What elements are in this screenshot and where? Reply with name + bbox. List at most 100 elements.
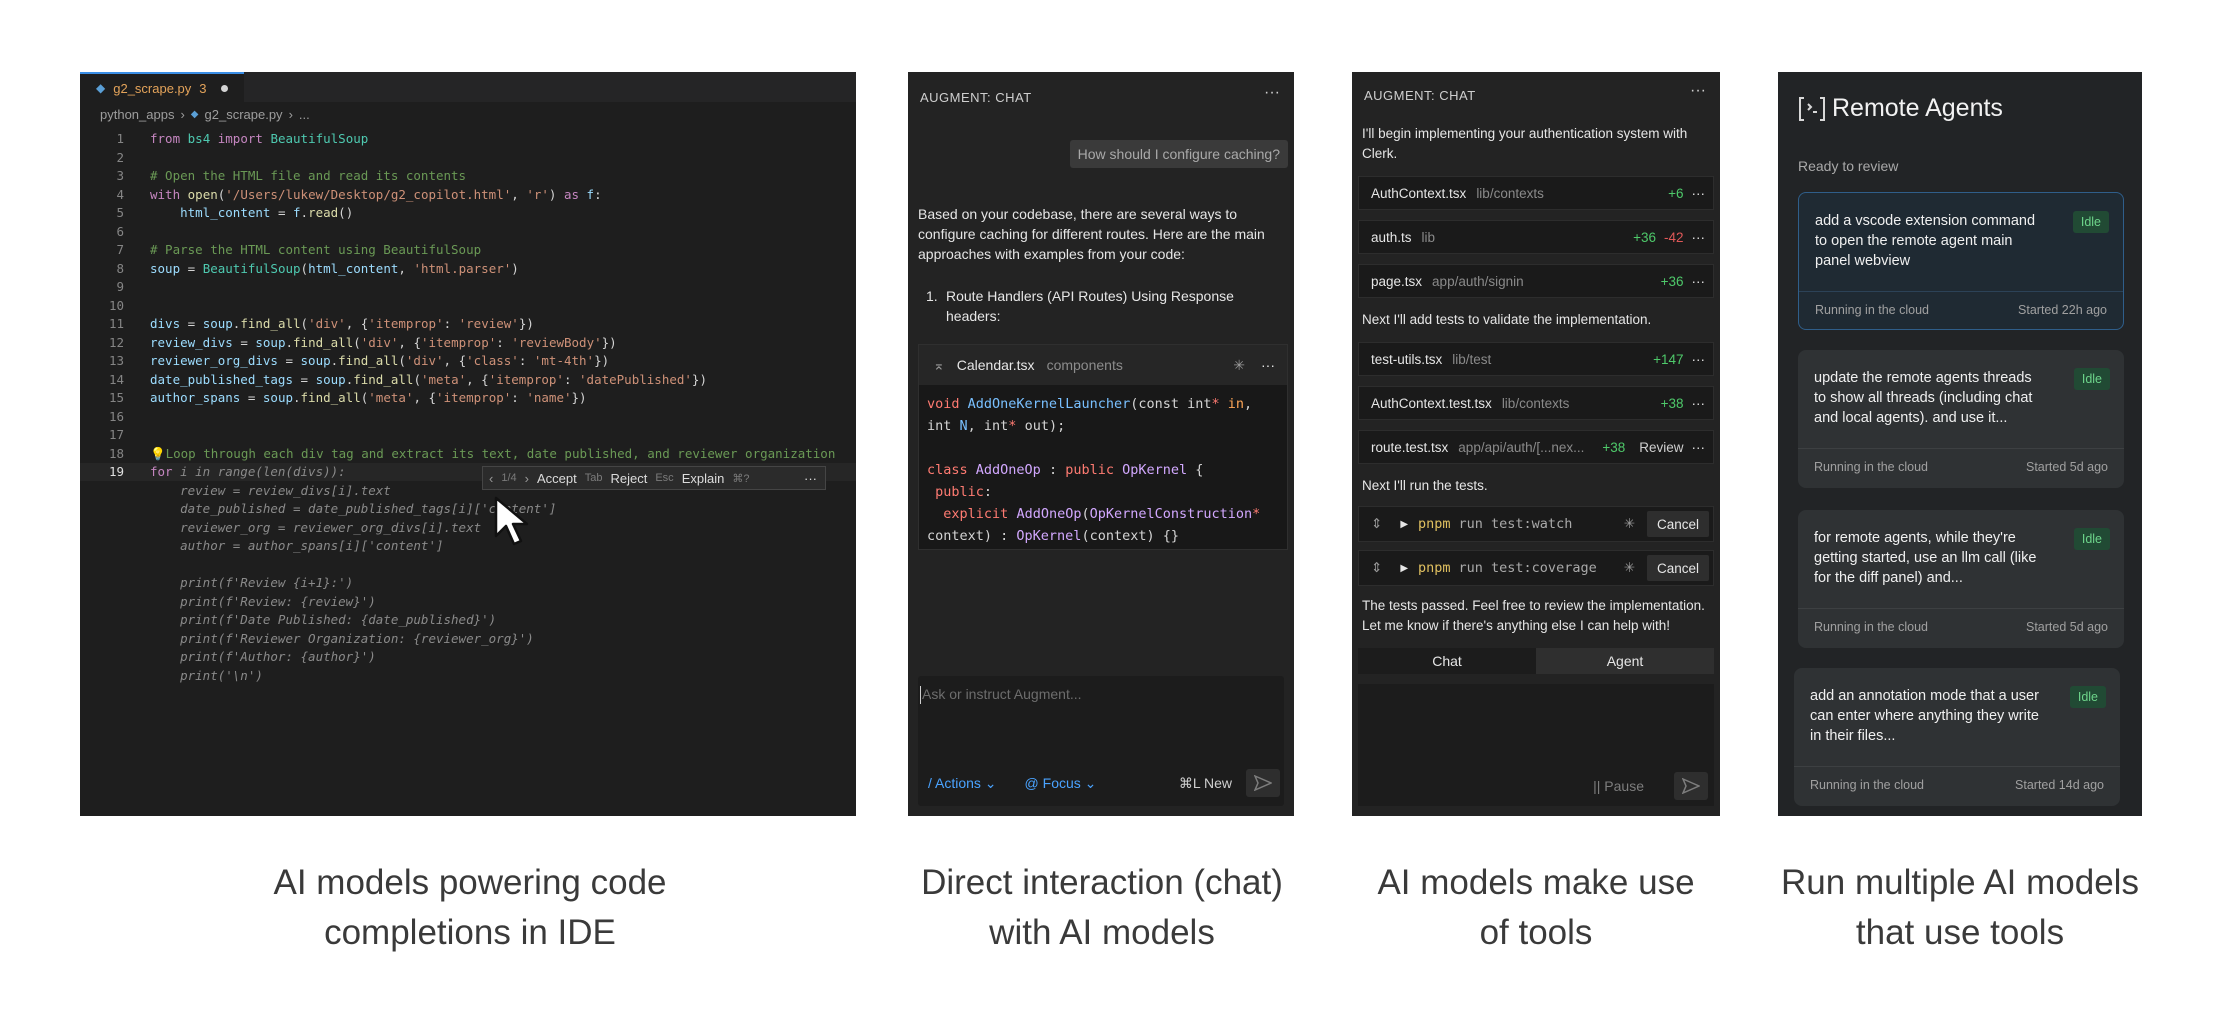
code-line[interactable]: print(f'Reviewer Organization: {reviewer… xyxy=(80,630,856,648)
file-change-row[interactable]: AuthContext.test.tsx lib/contexts +38··· xyxy=(1358,386,1714,420)
agent-card[interactable]: for remote agents, while they're getting… xyxy=(1798,510,2124,648)
more-icon[interactable]: ··· xyxy=(1691,229,1706,245)
file-change-row[interactable]: test-utils.tsx lib/test +147··· xyxy=(1358,342,1714,376)
agent-started: Started 14d ago xyxy=(2015,778,2104,792)
more-icon[interactable]: ··· xyxy=(1690,82,1706,99)
code-line[interactable]: date_published = date_published_tags[i][… xyxy=(80,500,856,518)
code-file-name[interactable]: Calendar.tsx xyxy=(956,357,1035,373)
file-path: app/auth/signin xyxy=(1432,273,1524,289)
code-line[interactable]: 6 xyxy=(80,223,856,241)
code-line[interactable]: print(f'Date Published: {date_published}… xyxy=(80,611,856,629)
file-name: test-utils.tsx xyxy=(1371,351,1443,367)
breadcrumb-folder[interactable]: python_apps xyxy=(100,106,175,122)
code-text: reviewer_org_divs = soup.find_all('div',… xyxy=(150,353,610,368)
code-line[interactable] xyxy=(80,556,856,574)
code-line[interactable]: 7# Parse the HTML content using Beautifu… xyxy=(80,241,856,259)
more-icon[interactable]: ··· xyxy=(1691,395,1706,411)
play-icon[interactable]: ▶ xyxy=(1400,562,1409,574)
code-line[interactable]: 10 xyxy=(80,297,856,315)
code-line[interactable]: 13 reviewer_org_divs = soup.find_all('div… xyxy=(80,352,856,370)
cancel-button[interactable]: Cancel xyxy=(1646,555,1709,581)
code-line[interactable]: 3# Open the HTML file and read its conte… xyxy=(80,167,856,185)
code-line[interactable]: 18💡Loop through each div tag and extract… xyxy=(80,445,856,463)
unsaved-dot-icon[interactable] xyxy=(220,84,228,92)
review-button[interactable]: Review xyxy=(1639,439,1684,455)
agent-card[interactable]: add an annotation mode that a user can e… xyxy=(1794,668,2120,806)
agent-input[interactable]: || Pause xyxy=(1358,684,1714,806)
send-button[interactable] xyxy=(1674,772,1708,800)
pause-button[interactable]: || Pause xyxy=(1593,778,1644,794)
breadcrumb-file[interactable]: g2_scrape.py xyxy=(204,106,283,122)
agent-card[interactable]: update the remote agents threads to show… xyxy=(1798,350,2124,488)
code-line[interactable]: print(f'Review {i+1}:') xyxy=(80,574,856,592)
accept-suggestion-button[interactable]: Accept xyxy=(536,470,577,486)
play-icon[interactable]: ▶ xyxy=(1400,518,1409,530)
code-line[interactable]: print(f'Author: {author}') xyxy=(80,648,856,666)
file-name: AuthContext.test.tsx xyxy=(1371,395,1492,411)
more-icon[interactable]: ··· xyxy=(1691,273,1706,289)
more-icon[interactable]: ··· xyxy=(1691,351,1706,367)
chevron-left-icon[interactable]: ‹ xyxy=(489,470,494,486)
focus-button[interactable]: @ Focus ⌄ xyxy=(1024,774,1097,791)
code-line[interactable]: 2 xyxy=(80,149,856,167)
remote-agents-title: Remote Agents xyxy=(1832,94,2003,122)
actions-button[interactable]: / Actions ⌄ xyxy=(928,774,997,791)
more-icon[interactable]: ··· xyxy=(1264,84,1280,101)
file-change-row[interactable]: auth.ts lib +36-42··· xyxy=(1358,220,1714,254)
file-change-row[interactable]: AuthContext.tsx lib/contexts +6··· xyxy=(1358,176,1714,210)
code-text: # Open the HTML file and read its conten… xyxy=(150,168,467,183)
explain-suggestion-button[interactable]: Explain xyxy=(681,470,725,486)
code-line[interactable]: reviewer_org = reviewer_org_divs[i].text xyxy=(80,519,856,537)
agent-message: Next I'll add tests to validate the impl… xyxy=(1362,312,1652,327)
code-line[interactable]: 5 html_content = f.read() xyxy=(80,204,856,222)
code-block: ⌅ Calendar.tsx components ✳ ··· void Add… xyxy=(918,344,1288,550)
more-icon[interactable]: ··· xyxy=(1691,185,1706,201)
chevron-right-icon[interactable]: › xyxy=(524,470,529,486)
code-line[interactable]: print('\n') xyxy=(80,667,856,685)
tab-chat[interactable]: Chat xyxy=(1358,648,1536,674)
spinner-icon: ✳ xyxy=(1623,560,1635,575)
caption-chat: Direct interaction (chat) with AI models xyxy=(921,863,1283,952)
code-line[interactable]: 17 xyxy=(80,426,856,444)
reject-suggestion-button[interactable]: Reject xyxy=(610,470,648,486)
line-number: 6 xyxy=(116,223,124,239)
more-icon[interactable]: ··· xyxy=(804,470,817,486)
terminal-command-row[interactable]: ⇕ ▶ pnpm run test:watch ✳ Cancel xyxy=(1358,506,1714,542)
chat-toolbar: / Actions ⌄ @ Focus ⌄ ⌘L New xyxy=(918,768,1284,798)
code-line[interactable]: 9 xyxy=(80,278,856,296)
more-icon[interactable]: ··· xyxy=(1261,357,1275,373)
expand-icon[interactable]: ⇕ xyxy=(1371,516,1383,531)
editor-tab-g2-scrape[interactable]: ◆ g2_scrape.py 3 xyxy=(80,72,244,102)
code-line[interactable]: review = review_divs[i].text xyxy=(80,482,856,500)
file-path: lib xyxy=(1421,229,1436,245)
send-button[interactable] xyxy=(1246,769,1280,797)
agent-card[interactable]: add a vscode extension command to open t… xyxy=(1798,192,2124,330)
chat-input[interactable]: Ask or instruct Augment... xyxy=(918,676,1284,806)
code-line[interactable]: print(f'Review: {review}') xyxy=(80,593,856,611)
code-text: print(f'Reviewer Organization: {reviewer… xyxy=(150,630,534,646)
agent-title: update the remote agents threads to show… xyxy=(1814,370,2033,426)
terminal-command-row[interactable]: ⇕ ▶ pnpm run test:coverage ✳ Cancel xyxy=(1358,550,1714,586)
cancel-button[interactable]: Cancel xyxy=(1646,511,1709,537)
code-line[interactable]: author = author_spans[i]['content'] xyxy=(80,537,856,555)
breadcrumb-more[interactable]: ... xyxy=(298,106,310,122)
file-change-row[interactable]: route.test.tsx app/api/auth/[...nex... +… xyxy=(1358,430,1714,464)
new-chat-button[interactable]: ⌘L New xyxy=(1178,774,1232,791)
more-icon[interactable]: ··· xyxy=(1691,439,1706,455)
code-text: reviewer_org = reviewer_org_divs[i].text xyxy=(150,519,482,535)
expand-icon[interactable]: ⇕ xyxy=(1371,560,1383,575)
code-line[interactable]: 16 xyxy=(80,408,856,426)
collapse-icon[interactable]: ⌅ xyxy=(933,356,945,373)
spinner-icon: ✳ xyxy=(1623,516,1635,531)
tab-agent[interactable]: Agent xyxy=(1536,648,1714,674)
line-number: 13 xyxy=(108,353,124,368)
editor-tab-label: g2_scrape.py xyxy=(113,80,192,96)
file-change-row[interactable]: page.tsx app/auth/signin +36··· xyxy=(1358,264,1714,298)
